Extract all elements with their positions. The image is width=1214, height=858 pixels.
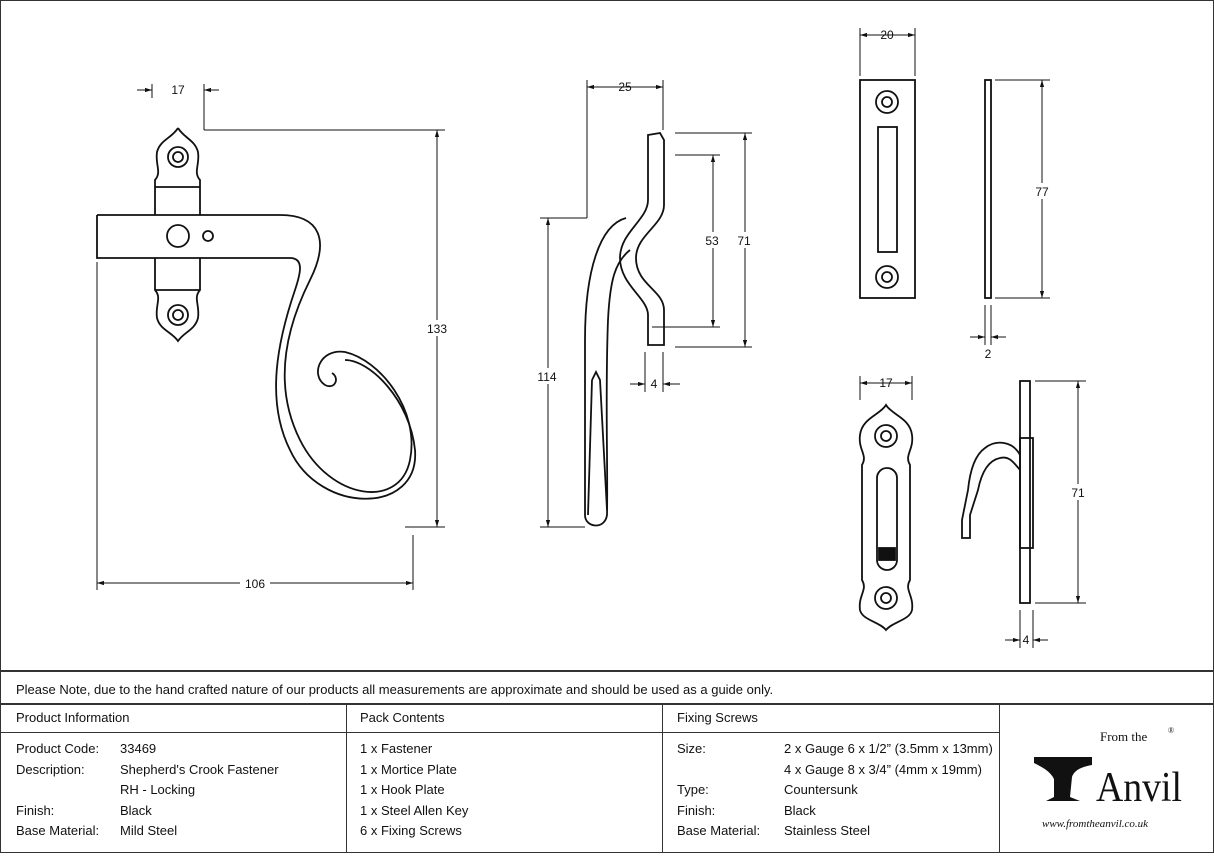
- screw-row: 4 x Gauge 8 x 3/4” (4mm x 19mm): [677, 760, 999, 781]
- info-value: Mild Steel: [120, 823, 178, 838]
- screw-value: 4 x Gauge 8 x 3/4” (4mm x 19mm): [784, 761, 982, 777]
- info-row: Description: Shepherd's Crook Fastener: [16, 760, 346, 781]
- dim-mortice-thickness: 2: [985, 347, 992, 361]
- fixing-screws-header: Fixing Screws: [663, 705, 999, 733]
- screw-label: Type:: [677, 782, 709, 797]
- screw-label: Base Material:: [677, 823, 761, 838]
- screw-value: Countersunk: [784, 782, 858, 797]
- info-label: Description:: [16, 761, 85, 777]
- info-value: RH - Locking: [120, 782, 196, 797]
- info-row: Product Code: 33469: [16, 739, 346, 760]
- info-value: Black: [120, 802, 152, 818]
- screw-label: Finish:: [677, 802, 716, 818]
- info-row: Finish: Black: [16, 801, 346, 822]
- info-label: Base Material:: [16, 823, 100, 838]
- pack-contents-header: Pack Contents: [347, 705, 662, 733]
- logo-anvil: Anvil: [1096, 765, 1182, 811]
- dim-fastener-length: 106: [245, 577, 265, 591]
- pack-item: 1 x Hook Plate: [360, 782, 445, 797]
- pack-item: 1 x Steel Allen Key: [360, 802, 469, 818]
- technical-drawing: 17 133 106 25 114 53 71 4 20 77 2 17 71 …: [96, 28, 1086, 648]
- logo-registered-mark: ®: [1168, 726, 1174, 735]
- product-information-section: Product Information Product Code: 33469 D…: [0, 705, 347, 853]
- dim-fastener-height: 133: [427, 322, 447, 336]
- dim-mortice-height: 77: [1035, 185, 1049, 199]
- info-row: RH - Locking: [16, 780, 346, 801]
- pack-contents-section: Pack Contents 1 x Fastener 1 x Mortice P…: [347, 705, 663, 853]
- info-row: Base Material: Mild Steel: [16, 821, 346, 842]
- mortice-plate-view: [859, 79, 992, 299]
- hook-plate-view: [858, 380, 1034, 632]
- dim-hook-height: 71: [737, 234, 751, 248]
- dim-side-height: 114: [537, 370, 556, 384]
- dim-hookplate-thickness: 4: [1023, 633, 1030, 647]
- pack-item: 6 x Fixing Screws: [360, 823, 462, 838]
- from-the-anvil-logo: From the ® Anvil www.fromtheanvil.co.uk: [1000, 705, 1214, 853]
- screw-value: 2 x Gauge 6 x 1/2” (3.5mm x 13mm): [784, 741, 993, 756]
- screw-row: Base Material: Stainless Steel: [677, 821, 999, 842]
- screw-label: Size:: [677, 741, 706, 756]
- screw-row: Type: Countersunk: [677, 780, 999, 801]
- product-information-header: Product Information: [0, 705, 346, 733]
- pack-item: 1 x Fastener: [360, 741, 433, 756]
- dim-fastener-width: 17: [171, 83, 185, 97]
- logo-url: www.fromtheanvil.co.uk: [1042, 818, 1149, 830]
- fastener-side-view: [584, 132, 665, 527]
- dim-hook-gap: 53: [705, 234, 719, 248]
- dim-mortice-width: 20: [880, 28, 894, 42]
- fastener-front-view: [96, 127, 416, 500]
- screw-row: Finish: Black: [677, 801, 999, 822]
- info-value: Shepherd's Crook Fastener: [120, 761, 279, 777]
- info-value: 33469: [120, 741, 157, 756]
- anvil-icon: [1034, 757, 1092, 801]
- dim-hookplate-width: 17: [879, 376, 893, 390]
- dim-hookplate-height: 71: [1071, 486, 1085, 500]
- info-label: Product Code:: [16, 741, 100, 756]
- screw-row: Size: 2 x Gauge 6 x 1/2” (3.5mm x 13mm): [677, 739, 999, 760]
- screw-value: Black: [784, 802, 816, 818]
- info-label: Finish:: [16, 802, 55, 818]
- pack-item: 1 x Mortice Plate: [360, 761, 457, 777]
- dim-side-depth: 25: [618, 80, 632, 94]
- logo-from-the: From the: [1100, 729, 1148, 744]
- fixing-screws-section: Fixing Screws Size: 2 x Gauge 6 x 1/2” (3…: [663, 705, 1000, 853]
- screw-value: Stainless Steel: [784, 823, 870, 838]
- measurement-note: Please Note, due to the hand crafted nat…: [0, 670, 1214, 705]
- dim-bar-thickness: 4: [651, 377, 658, 391]
